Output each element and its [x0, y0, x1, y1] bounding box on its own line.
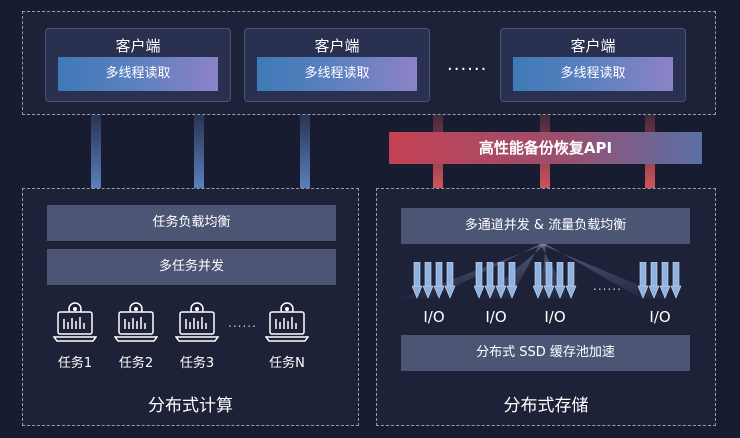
tasks-ellipsis: ......	[228, 316, 257, 330]
io-label: I/O	[423, 308, 445, 326]
clients-ellipsis: ......	[447, 54, 488, 75]
task-label: 任务1	[57, 356, 93, 371]
multi-task-concurrency-bar: 多任务并发	[47, 249, 336, 285]
backup-restore-api-banner: 高性能备份恢复API	[389, 132, 702, 164]
io-label: I/O	[649, 308, 671, 326]
ssd-cache-pool-bar: 分布式 SSD 缓存池加速	[401, 335, 690, 371]
client-title: 客户端	[314, 37, 360, 55]
storage-panel-title: 分布式存储	[503, 396, 589, 416]
client-multithread-read: 多线程读取	[58, 57, 218, 91]
io-arrows-icon	[474, 262, 518, 299]
client-title: 客户端	[570, 37, 616, 55]
task-load-balancing-bar: 任务负载均衡	[47, 205, 336, 241]
multichannel-load-balancing-bar: 多通道并发 & 流量负载均衡	[401, 208, 690, 244]
laptop-gear-icon	[175, 302, 219, 342]
task-label: 任务3	[179, 356, 215, 371]
client-box-3: 客户端 多线程读取	[500, 28, 686, 102]
laptop-gear-icon	[265, 302, 309, 342]
task-label: 任务N	[269, 356, 305, 371]
io-label: I/O	[544, 308, 566, 326]
client-box-1: 客户端 多线程读取	[45, 28, 231, 102]
io-label: I/O	[485, 308, 507, 326]
io-arrows-icon	[412, 262, 456, 299]
client-multithread-read: 多线程读取	[513, 57, 673, 91]
laptop-gear-icon	[114, 302, 158, 342]
task-label: 任务2	[118, 356, 154, 371]
laptop-gear-icon	[53, 302, 97, 342]
client-multithread-read: 多线程读取	[257, 57, 417, 91]
client-title: 客户端	[115, 37, 161, 55]
io-arrows-icon	[638, 262, 682, 299]
client-box-2: 客户端 多线程读取	[244, 28, 430, 102]
io-ellipsis: ......	[593, 279, 622, 293]
io-arrows-icon	[533, 262, 577, 299]
compute-panel-title: 分布式计算	[148, 396, 233, 416]
